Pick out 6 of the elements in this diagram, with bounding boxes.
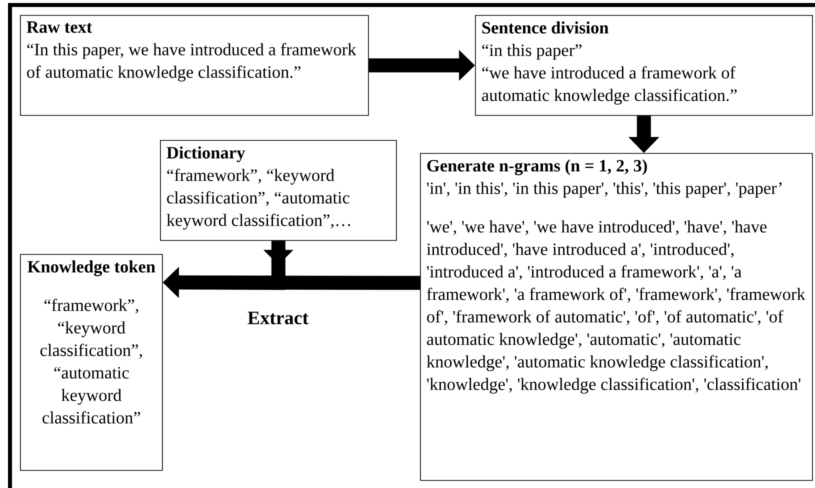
text-box: Sentence division “in this paper” “we have introduced a framework of automatic knowledge classification.” <box>475 15 813 116</box>
text-box: Knowledge token “framework”, “keyword classification”, “automatic keyword classification” <box>20 254 163 471</box>
text-box: Dictionary “framework”, “keyword classification”, “automatic keyword classification”,… <box>160 140 397 241</box>
text-box: Generate n-grams (n = 1, 2, 3) 'in', 'in this', 'in this paper', 'this', 'this paper', 'paper’ 'we', 'we have', 'we have introduced', 'have', 'have introduced', 'have introduced a', 'introduced', 'introduced a', 'introduced a framework', 'a', 'a framework', 'a framework of', 'framework', 'framework of', 'framework of automatic', 'of', 'of automatic', 'of automatic knowledge', 'automatic', 'automatic knowledge', 'automatic knowledge classification', 'knowledge', 'knowledge classification', 'classification' <box>420 153 813 481</box>
edge-label: Extract <box>248 312 309 324</box>
text-box: Raw text “In this paper, we have introduced a framework of automatic knowledge classification.” <box>20 15 369 116</box>
